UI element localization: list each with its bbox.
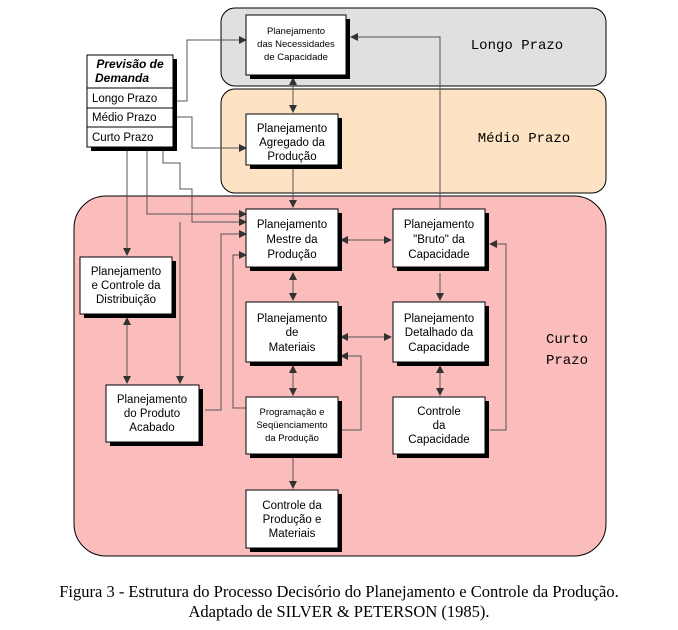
svg-text:Materiais: Materiais <box>269 342 316 354</box>
svg-text:Agregado da: Agregado da <box>259 137 325 149</box>
box-finished-product-planning: Planejamento do Produto Acabado <box>105 384 203 446</box>
forecast-title-line1: Previsão de <box>96 57 164 71</box>
figure-caption: Figura 3 - Estrutura do Processo Decisór… <box>0 582 678 622</box>
connectors <box>123 33 507 489</box>
box-capacity-control: Controle da Capacidade <box>392 396 489 458</box>
svg-text:Capacidade: Capacidade <box>408 249 469 261</box>
svg-text:Produção: Produção <box>267 249 316 261</box>
svg-text:de: de <box>286 327 299 339</box>
svg-text:Controle: Controle <box>417 406 460 418</box>
svg-text:da Produção: da Produção <box>265 433 319 444</box>
box-production-scheduling: Programação e Seqüenciamento da Produção <box>245 396 342 458</box>
box-production-materials-control: Controle da Produção e Materiais <box>245 489 342 552</box>
svg-text:Planejamento: Planejamento <box>267 26 325 37</box>
svg-text:do Produto: do Produto <box>124 408 180 420</box>
demand-forecast-table: Previsão de Demanda Longo Prazo Médio Pr… <box>86 54 177 151</box>
box-master-production-planning: Planejamento Mestre da Produção <box>245 208 342 271</box>
svg-text:de Capacidade: de Capacidade <box>264 52 328 63</box>
short-term-label-line2: Prazo <box>546 353 588 369</box>
box-materials-planning: Planejamento de Materiais <box>245 301 342 366</box>
box-rough-cut-capacity-planning: Planejamento "Bruto" da Capacidade <box>392 208 489 271</box>
short-term-zone <box>73 195 607 557</box>
caption-line-1: Figura 3 - Estrutura do Processo Decisór… <box>59 582 619 601</box>
box-capacity-needs-planning: Planejamento das Necessidades de Capacid… <box>245 14 350 79</box>
svg-text:Planejamento: Planejamento <box>117 394 187 406</box>
svg-text:Produção: Produção <box>267 151 316 163</box>
forecast-title-line2: Demanda <box>95 71 149 85</box>
svg-text:"Bruto" da: "Bruto" da <box>413 234 465 246</box>
svg-text:Planejamento: Planejamento <box>404 313 474 325</box>
long-term-label: Longo Prazo <box>471 38 563 54</box>
forecast-item-short: Curto Prazo <box>92 132 153 144</box>
svg-text:Materiais: Materiais <box>269 528 316 540</box>
svg-text:Controle da: Controle da <box>262 500 322 512</box>
svg-text:Distribuição: Distribuição <box>96 294 156 306</box>
svg-text:Planejamento: Planejamento <box>257 219 327 231</box>
svg-text:Produção e: Produção e <box>263 514 322 526</box>
svg-text:Acabado: Acabado <box>129 422 174 434</box>
svg-text:Detalhado da: Detalhado da <box>405 327 474 339</box>
planning-structure-diagram: Longo Prazo Médio Prazo Curto Prazo <box>73 7 607 557</box>
short-term-label-line1: Curto <box>546 332 588 348</box>
svg-text:Planejamento: Planejamento <box>257 123 327 135</box>
box-detailed-capacity-planning: Planejamento Detalhado da Capacidade <box>392 301 489 366</box>
svg-text:Capacidade: Capacidade <box>408 434 469 446</box>
forecast-item-long: Longo Prazo <box>92 93 157 105</box>
medium-term-label: Médio Prazo <box>478 131 570 147</box>
svg-text:da: da <box>433 420 446 432</box>
svg-text:Capacidade: Capacidade <box>408 342 469 354</box>
caption-line-2: Adaptado de SILVER & PETERSON (1985). <box>188 602 490 621</box>
svg-text:Planejamento: Planejamento <box>257 313 327 325</box>
svg-text:das Necessidades: das Necessidades <box>257 39 335 50</box>
box-distribution-planning-control: Planejamento e Controle da Distribuição <box>79 256 176 318</box>
svg-text:Planejamento: Planejamento <box>91 266 161 278</box>
svg-text:Planejamento: Planejamento <box>404 219 474 231</box>
svg-text:Seqüenciamento: Seqüenciamento <box>256 420 327 431</box>
svg-text:Mestre da: Mestre da <box>266 234 318 246</box>
svg-text:e Controle da: e Controle da <box>91 280 161 292</box>
box-aggregate-production-planning: Planejamento Agregado da Produção <box>245 113 342 169</box>
forecast-item-medium: Médio Prazo <box>92 112 157 124</box>
svg-text:Programação e: Programação e <box>260 407 325 418</box>
